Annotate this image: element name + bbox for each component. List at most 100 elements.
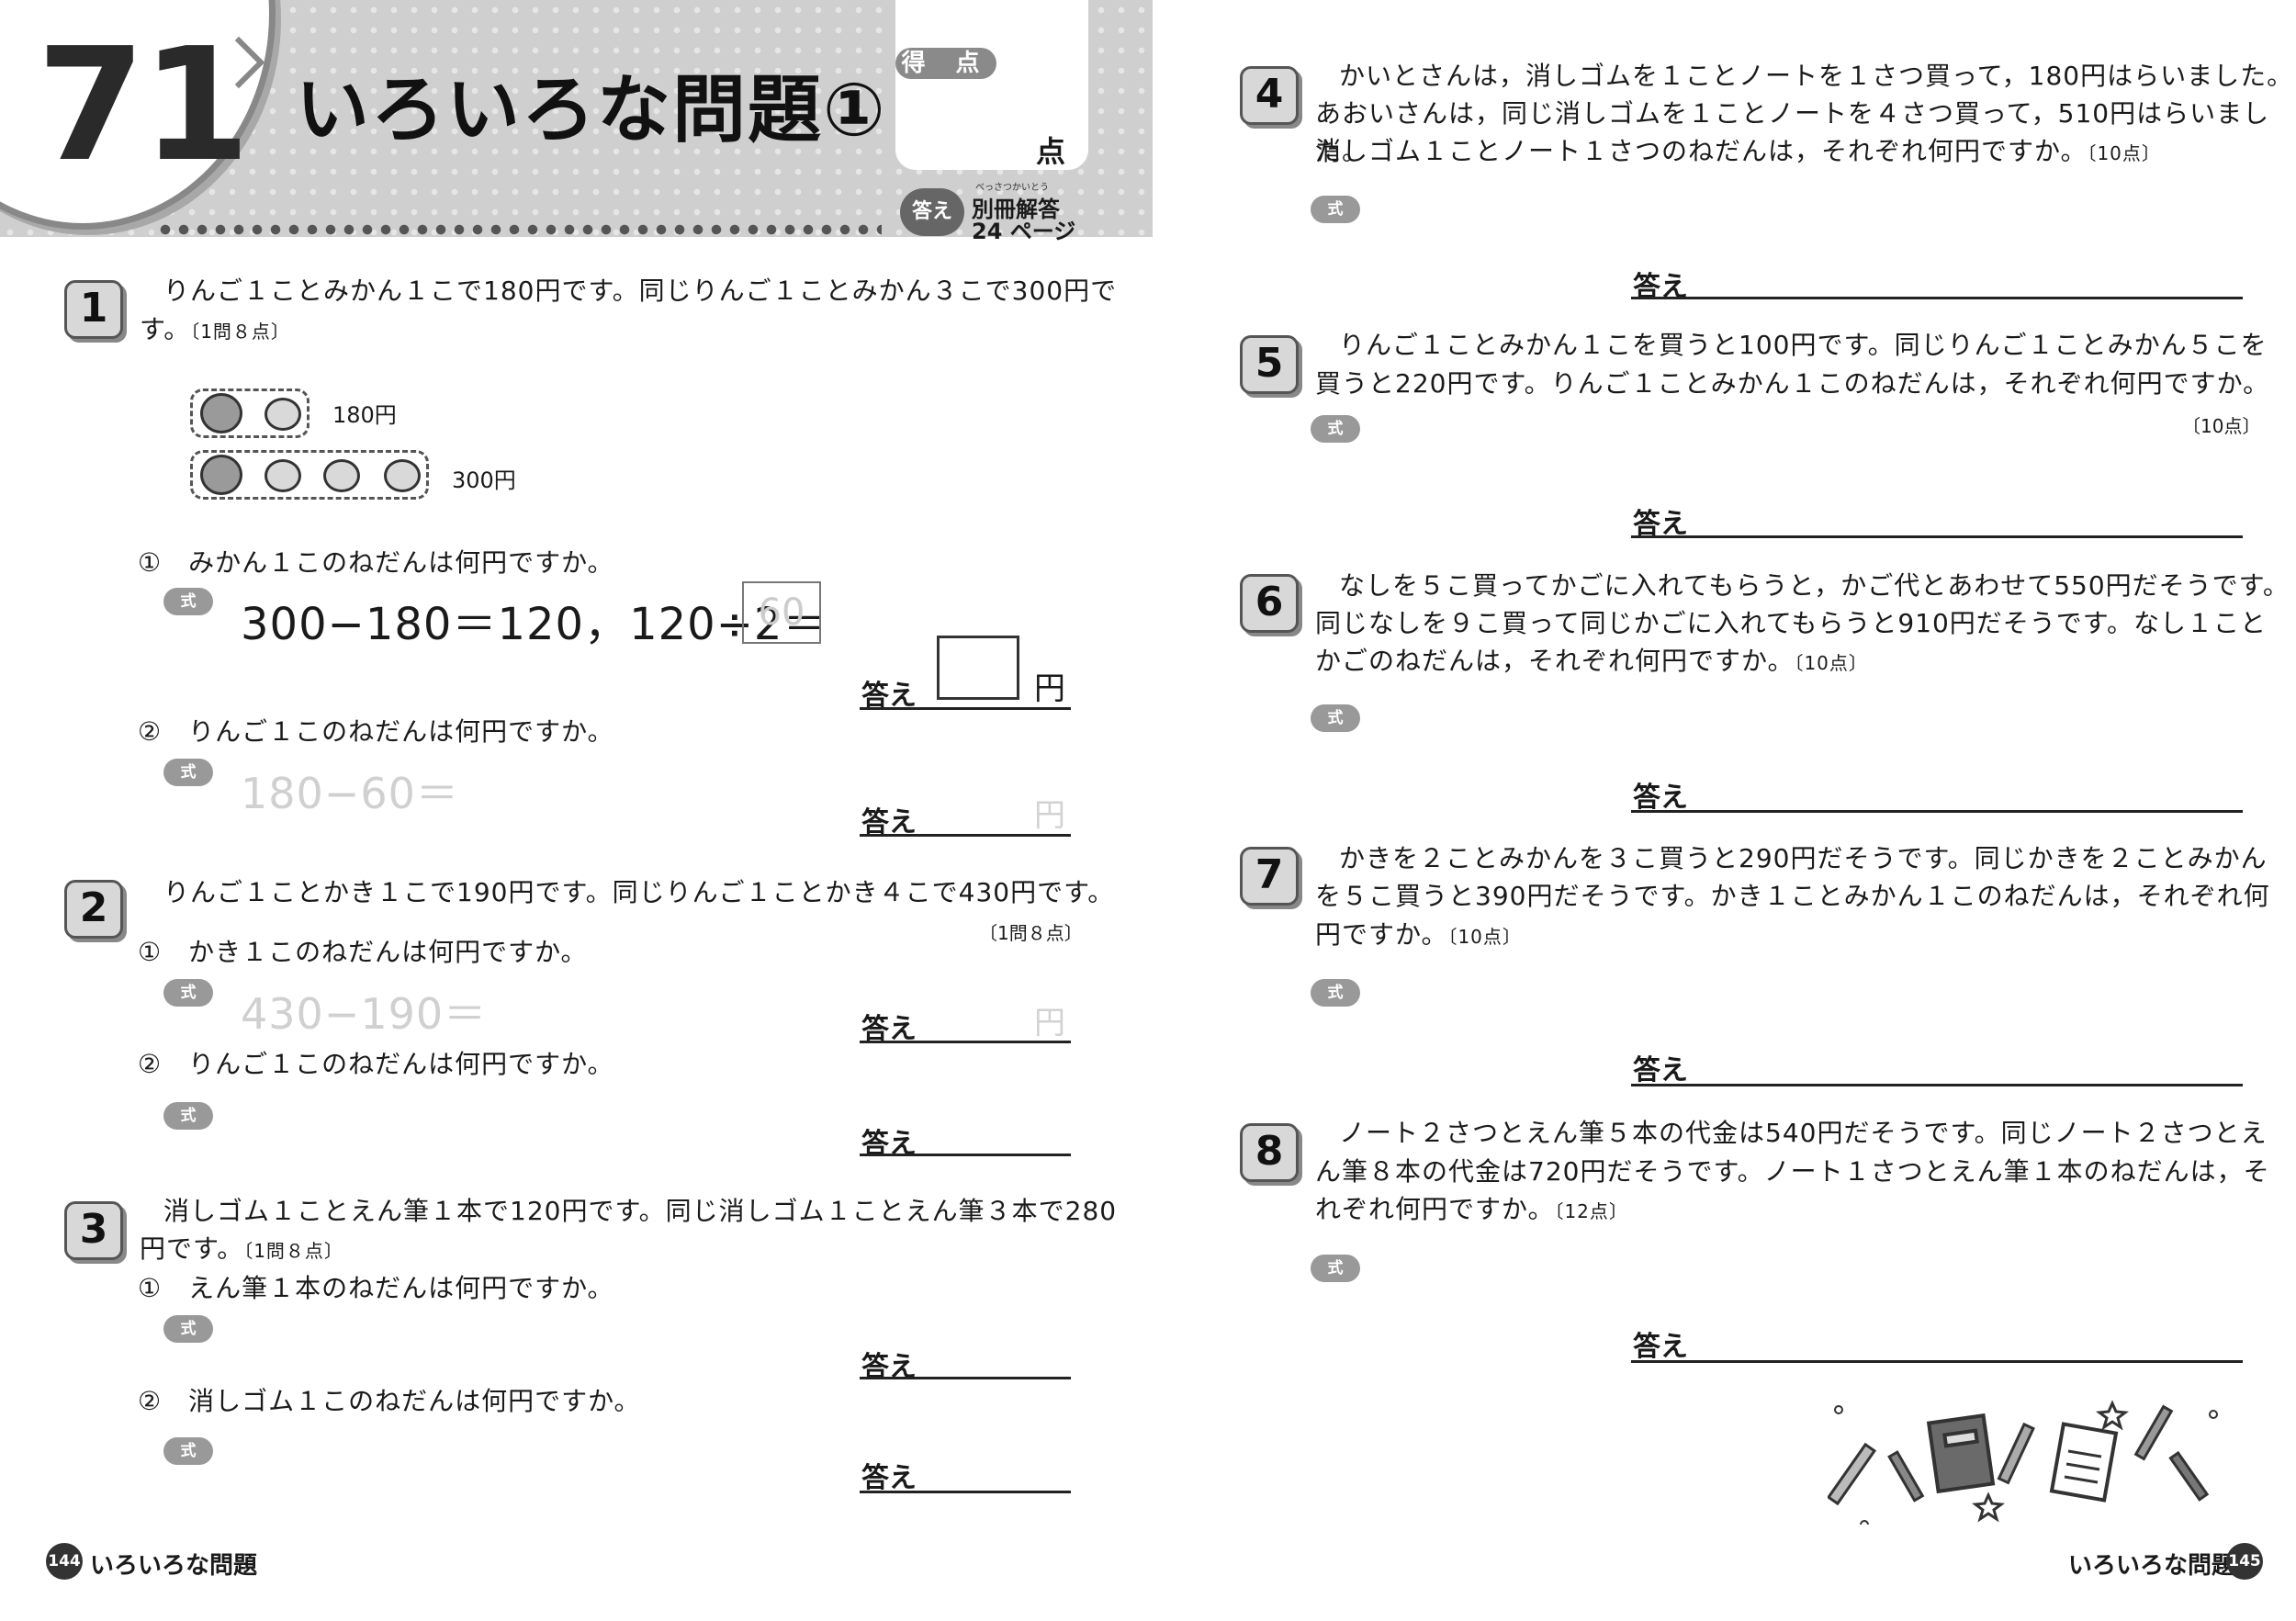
answer-ref-line2: 24 ページ [972, 219, 1076, 244]
problem-1-q1-answer-label: 答え [861, 680, 917, 712]
sparkle-icon [1834, 1405, 1843, 1414]
problem-3-points: 〔1問８点〕 [243, 1240, 343, 1262]
problem-5-answer-line [1631, 535, 2243, 538]
answer-tag-label: 答え [911, 200, 952, 223]
illustration-box-1 [190, 388, 310, 438]
shiki-icon: 式 [163, 588, 213, 615]
problem-1-q1-answer-box[interactable] [937, 636, 1019, 700]
problem-2-badge: 2 [64, 880, 123, 939]
answer-tag: 答え [900, 188, 964, 236]
problem-6-answer-line [1631, 810, 2243, 813]
problem-7-answer-line [1631, 1084, 2243, 1086]
problem-3-text-line2: 円です。〔1問８点〕 [140, 1230, 343, 1270]
illustration-box-2 [190, 450, 429, 500]
score-box [895, 0, 1088, 170]
problem-1-q1-answer-line [860, 707, 1071, 710]
sparkle-icon [1860, 1520, 1869, 1525]
problem-3-q2-answer-line [860, 1491, 1071, 1493]
orange-icon [264, 398, 301, 431]
shiki-icon: 式 [163, 1437, 213, 1465]
shiki-icon: 式 [1311, 979, 1360, 1007]
header-dot-line [156, 224, 882, 235]
star-icon [2096, 1400, 2129, 1431]
problem-1-text-line2-label: す。 [140, 314, 191, 344]
pencil-icon [1887, 1450, 1925, 1503]
problem-1-q2-yen: 円 [1034, 797, 1065, 834]
problem-4-line3: 消しゴム１ことノート１さつのねだんは，それぞれ何円ですか。〔10点〕 [1315, 132, 2161, 173]
problem-2-q1-answer-label: 答え [861, 1013, 917, 1045]
problem-3-q2: ② 消しゴム１このねだんは何円ですか。 [138, 1386, 641, 1416]
notebook-icon [2049, 1422, 2119, 1503]
problem-8-line2: ん筆８本の代金は720円だそうです。ノート１さつとえん筆１本のねだんは，そ [1315, 1156, 2270, 1187]
problem-1-q2-formula: 180−60＝ [241, 769, 459, 818]
footer-title-right: いろいろな問題 [2068, 1552, 2236, 1580]
problem-1-text-line1: りんご１ことみかん１こで180円です。同じりんご１ことみかん３こで300円で [163, 276, 1118, 306]
problem-5-badge: 5 [1240, 335, 1299, 394]
problem-8-answer-label: 答え [1633, 1331, 1688, 1363]
problem-8-points: 〔12点〕 [1554, 1200, 1628, 1222]
problem-8-line1: ノート２さつとえん筆５本の代金は540円だそうです。同じノート２さつとえ [1339, 1118, 2268, 1148]
problem-6-answer-label: 答え [1633, 782, 1688, 814]
unit-number: 71 [37, 15, 251, 197]
problem-4-badge: 4 [1240, 66, 1299, 125]
pencil-icon [2168, 1450, 2210, 1502]
problem-6-line3: かごのねだんは，それぞれ何円ですか。〔10点〕 [1315, 642, 1868, 682]
problem-4-answer-line [1631, 297, 2243, 299]
sparkle-icon [2209, 1410, 2218, 1419]
problem-3-badge: 3 [64, 1201, 123, 1260]
problem-6-line2: 同じなしを９こ買って同じかごに入れてもらうと910円だそうです。なし１こと [1315, 608, 2268, 638]
problem-4-line1: かいとさんは，消しゴムを１ことノートを１さつ買って，180円はらいました。 [1339, 61, 2294, 91]
problem-1-q1-hint: 60 [758, 591, 805, 634]
problem-6-points: 〔10点〕 [1794, 652, 1868, 674]
pencil-icon [2133, 1404, 2174, 1461]
problem-7-badge: 7 [1240, 847, 1299, 906]
problem-2-q1-yen: 円 [1034, 1005, 1065, 1041]
pencil-icon [1828, 1442, 1877, 1506]
problem-4-line3-label: 消しゴム１ことノート１さつのねだんは，それぞれ何円ですか。 [1315, 136, 2088, 166]
footer-title-left: いろいろな問題 [90, 1552, 258, 1580]
problem-5-line1: りんご１ことみかん１こを買うと100円です。同じりんご１ことみかん５こを [1339, 330, 2268, 360]
shiki-icon: 式 [163, 979, 213, 1007]
page-number-left: 144 [46, 1543, 83, 1580]
apple-icon [200, 393, 242, 433]
shiki-icon: 式 [1311, 415, 1360, 443]
page-title: いろいろな問題① [296, 67, 887, 152]
problem-6-line1: なしを５こ買ってかごに入れてもらうと，かご代とあわせて550円だそうです。 [1339, 570, 2290, 601]
problem-8-line3-label: れぞれ何円ですか。 [1315, 1194, 1555, 1224]
problem-1-badge: 1 [64, 280, 123, 339]
problem-7-answer-label: 答え [1633, 1054, 1688, 1086]
problem-7-line2: を５こ買うと390円だそうです。かき１ことみかん１このねだんは，それぞれ何 [1315, 881, 2270, 911]
problem-1-q1: ① みかん１このねだんは何円ですか。 [138, 547, 614, 578]
shiki-icon: 式 [163, 759, 213, 786]
page-number-right: 145 [2226, 1543, 2263, 1580]
star-icon [1972, 1492, 2005, 1523]
apple-icon [200, 455, 242, 495]
stationery-illustration [1828, 1400, 2218, 1525]
shiki-icon: 式 [1311, 196, 1360, 223]
problem-7-line1: かきを２ことみかんを３こ買うと290円だそうです。同じかきを２ことみかん [1339, 843, 2268, 873]
problem-1-q2: ② りんご１このねだんは何円ですか。 [138, 716, 614, 747]
orange-icon [264, 459, 301, 492]
problem-3-q1: ① えん筆１本のねだんは何円ですか。 [138, 1273, 614, 1303]
illustration-label-1: 180円 [332, 402, 397, 428]
answer-ref-ruby: べっさつかいとう [975, 183, 1049, 193]
problem-5-line2: 買うと220円です。りんご１ことみかん１このねだんは，それぞれ何円ですか。 [1315, 368, 2270, 399]
problem-7-points: 〔10点〕 [1447, 926, 1522, 948]
problem-5-points: 〔10点〕 [2182, 415, 2261, 437]
shiki-icon: 式 [1311, 1255, 1360, 1282]
problem-6-line3-label: かごのねだんは，それぞれ何円ですか。 [1315, 646, 1795, 676]
problem-1-text-line2: す。〔1問８点〕 [140, 310, 290, 351]
problem-1-q1-hint-box: 60 [742, 581, 821, 644]
problem-3-q1-answer-line [860, 1377, 1071, 1379]
problem-1-q1-formula: 300−180＝120，120÷2＝ [241, 599, 828, 650]
score-label: 得 点 [895, 48, 996, 79]
problem-2-q1-formula: 430−190＝ [241, 989, 488, 1039]
problem-2-q2: ② りんご１このねだんは何円ですか。 [138, 1049, 614, 1079]
problem-2-points: 〔1問８点〕 [979, 922, 1083, 944]
problem-3-text-line2-label: 円です。 [140, 1233, 244, 1264]
problem-8-answer-line [1631, 1360, 2243, 1363]
shiki-icon: 式 [1311, 704, 1360, 732]
problem-4-line2: あおいさんは，同じ消しゴムを１ことノートを４さつ買って，510円はらいました。 [1315, 98, 2270, 166]
illustration-label-2: 300円 [452, 467, 516, 493]
problem-1-points: 〔1問８点〕 [190, 321, 290, 343]
